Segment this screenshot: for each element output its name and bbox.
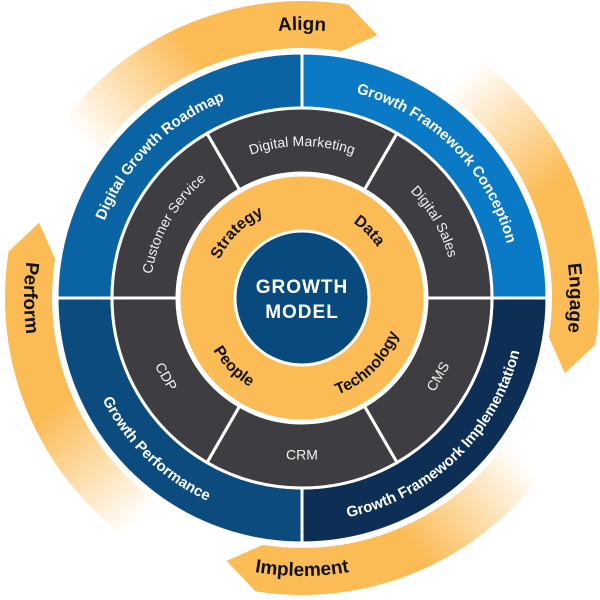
cycle-arrow-label: Engage (563, 262, 586, 334)
capability-label: CRM (286, 447, 318, 463)
cycle-arrow-label-path: Implement (254, 556, 351, 581)
cycle-arrow-perform (4, 222, 185, 561)
center-title-line1: GROWTH (256, 277, 349, 298)
cycle-arrow-label-path: Perform (19, 261, 42, 335)
cycle-arrow-align (39, 1, 378, 181)
capability-segment (110, 131, 242, 300)
center-hub: GROWTH MODEL (233, 229, 371, 367)
cycle-arrow-label: Implement (254, 556, 351, 581)
center-circle (233, 229, 371, 367)
cycle-arrow-label: Perform (19, 261, 42, 335)
cycle-arrow-label-path: Engage (563, 262, 586, 334)
center-title-line2: MODEL (265, 302, 339, 323)
cycle-arrow-label: Align (277, 14, 327, 36)
cycle-arrow-label-path: Align (277, 14, 327, 36)
cycle-arrow-engage (419, 35, 599, 374)
cycle-arrow-implement (226, 415, 565, 595)
